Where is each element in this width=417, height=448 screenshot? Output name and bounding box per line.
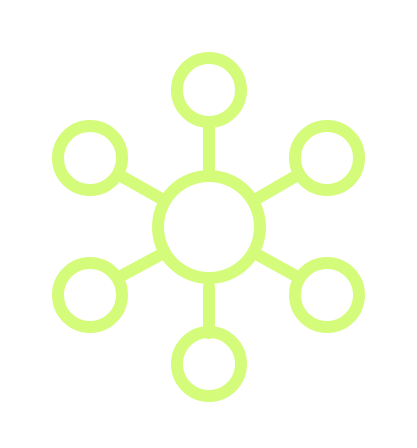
outer-node-lower-left (52, 257, 128, 333)
outer-node-bottom (171, 326, 247, 402)
connector-lower-left (115, 249, 166, 282)
connector-lower-right (252, 249, 302, 282)
outer-node-upper-left (52, 120, 128, 196)
connector-upper-right (252, 170, 302, 204)
outer-node-top (171, 52, 247, 128)
connector-upper-left (115, 170, 166, 204)
outer-node-lower-right (289, 257, 365, 333)
outer-node-upper-right (289, 120, 365, 196)
center-node (152, 170, 266, 284)
